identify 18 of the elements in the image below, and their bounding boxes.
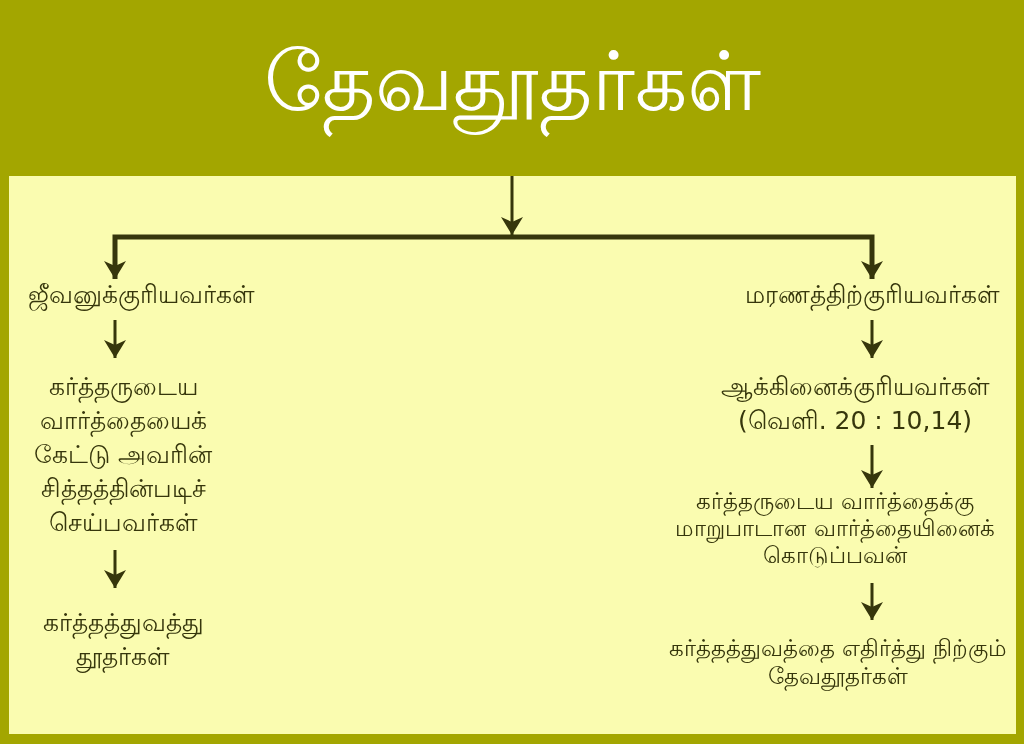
category-label: மரணத்திற்குரியவர்கள் [745,279,1000,311]
arrow [501,176,523,235]
arrow [861,583,883,620]
arrow [861,445,883,488]
title-text: தேவதூதர்கள் [263,41,761,135]
description-text: கர்த்தத்துவத்தை எதிர்த்து நிற்கும் தேவதூதர்கள் [668,634,1008,690]
description-text: கர்த்தருடைய வார்த்தையைக் கேட்டு அவரின் சித்தத்தின்படிச் செய்பவர்கள் [33,371,213,539]
branch-arrow [104,234,512,279]
arrow [861,320,883,358]
category-label: ஜீவனுக்குரியவர்கள் [28,279,255,311]
arrow [104,320,126,358]
branch-arrow [512,234,883,279]
arrow [104,550,126,588]
description-text: கர்த்தத்துவத்து தூதர்கள் [41,607,205,674]
header-band [0,0,1024,176]
description-text: கர்த்தருடைய வார்த்தைக்கு மாறுபாடான வார்த்தையினைக் கொடுப்பவன் [674,488,996,569]
category-label: ஆக்கினைக்குரியவர்கள் [719,371,991,404]
scripture-reference: (வெளி. 20 : 10,14) [736,405,974,437]
